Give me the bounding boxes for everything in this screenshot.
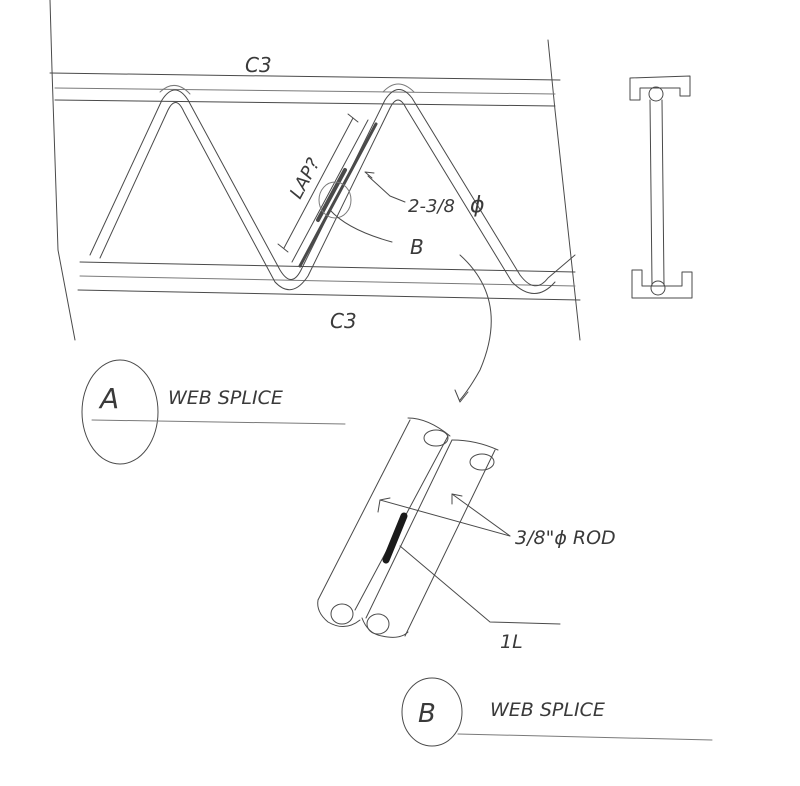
weld-callout-b-label: 1L	[500, 631, 523, 653]
detail-b-title: WEB SPLICE	[490, 699, 605, 721]
top-chord	[49, 72, 561, 107]
truss-elevation: LAP? C3 C3 2-3/8 ϕ B	[49, 0, 581, 403]
top-chord-label: C3	[245, 53, 272, 77]
detail-a-letter: A	[98, 382, 119, 415]
weld-callout-label: 2-3/8	[408, 196, 455, 217]
lap-label: LAP?	[286, 154, 325, 202]
detail-b-reference: B	[410, 235, 424, 259]
right-end-line	[547, 39, 581, 341]
rod-callout-label: 3/8"ϕ ROD	[515, 527, 616, 549]
bottom-chord-label: C3	[330, 309, 357, 333]
section-view	[629, 75, 693, 299]
detail-a-title: WEB SPLICE	[168, 387, 283, 409]
splice-overlap	[291, 119, 378, 268]
callout-leaders	[329, 171, 492, 403]
web-bars	[89, 83, 576, 294]
rod-diameter-symbol: ϕ	[470, 193, 485, 218]
bottom-chord	[77, 261, 581, 301]
detail-a-title-block: A WEB SPLICE	[81, 359, 346, 465]
detail-b-letter: B	[418, 699, 436, 729]
detail-b-title-block: B WEB SPLICE	[401, 677, 713, 747]
rod-splice-detail: 3/8"ϕ ROD 1L	[317, 417, 616, 653]
weld-bead	[382, 512, 408, 564]
left-end-line	[49, 0, 76, 341]
